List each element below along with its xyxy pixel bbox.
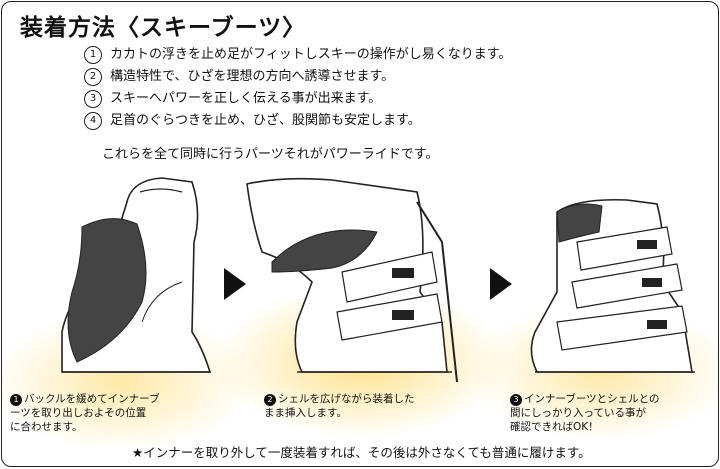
page-title: 装着方法〈スキーブーツ〉 bbox=[20, 15, 307, 41]
footer-note: ★インナーを取り外して一度装着すれば、その後は外さなくても普通に履けます。 bbox=[132, 445, 591, 460]
benefit-item: 4 足首のぐらつきを止め、ひざ、股関節も安定します。 bbox=[84, 110, 511, 132]
step-number-badge: 3 bbox=[510, 394, 522, 406]
power-pad-shape bbox=[271, 229, 378, 273]
summary-text: これらを全て同時に行うパーツそれがパワーライドです。 bbox=[102, 147, 439, 162]
step-number-badge: 1 bbox=[10, 394, 22, 406]
power-pad-shape bbox=[556, 203, 603, 243]
inner-boot-illustration bbox=[61, 177, 212, 373]
step-arrow-icon bbox=[224, 268, 246, 300]
step-arrow-icon bbox=[490, 268, 512, 300]
circle-number: 2 bbox=[84, 68, 102, 86]
circle-number: 1 bbox=[84, 46, 102, 64]
benefit-item: 2 構造特性で、ひざを理想の方向へ誘導させます。 bbox=[84, 66, 511, 88]
benefit-text: カカトの浮きを止め足がフィットしスキーの操作がし易くなります。 bbox=[110, 47, 512, 62]
step-number-badge: 2 bbox=[264, 394, 276, 406]
power-pad-shape bbox=[67, 218, 147, 363]
benefit-item: 3 スキーへパワーを正しく伝える事が出来ます。 bbox=[84, 88, 511, 110]
benefit-text: 構造特性で、ひざを理想の方向へ誘導させます。 bbox=[110, 69, 395, 84]
circle-number: 4 bbox=[84, 112, 102, 130]
shell-insert-illustration bbox=[246, 177, 458, 383]
benefit-text: 足首のぐらつきを止め、ひざ、股関節も安定します。 bbox=[110, 113, 421, 128]
benefit-text: スキーへパワーを正しく伝える事が出来ます。 bbox=[110, 91, 382, 106]
finished-boot-illustration bbox=[530, 198, 695, 373]
benefit-list: 1 カカトの浮きを止め足がフィットしスキーの操作がし易くなります。 2 構造特性で、… bbox=[84, 44, 511, 132]
benefit-item: 1 カカトの浮きを止め足がフィットしスキーの操作がし易くなります。 bbox=[84, 44, 511, 66]
circle-number: 3 bbox=[84, 90, 102, 108]
